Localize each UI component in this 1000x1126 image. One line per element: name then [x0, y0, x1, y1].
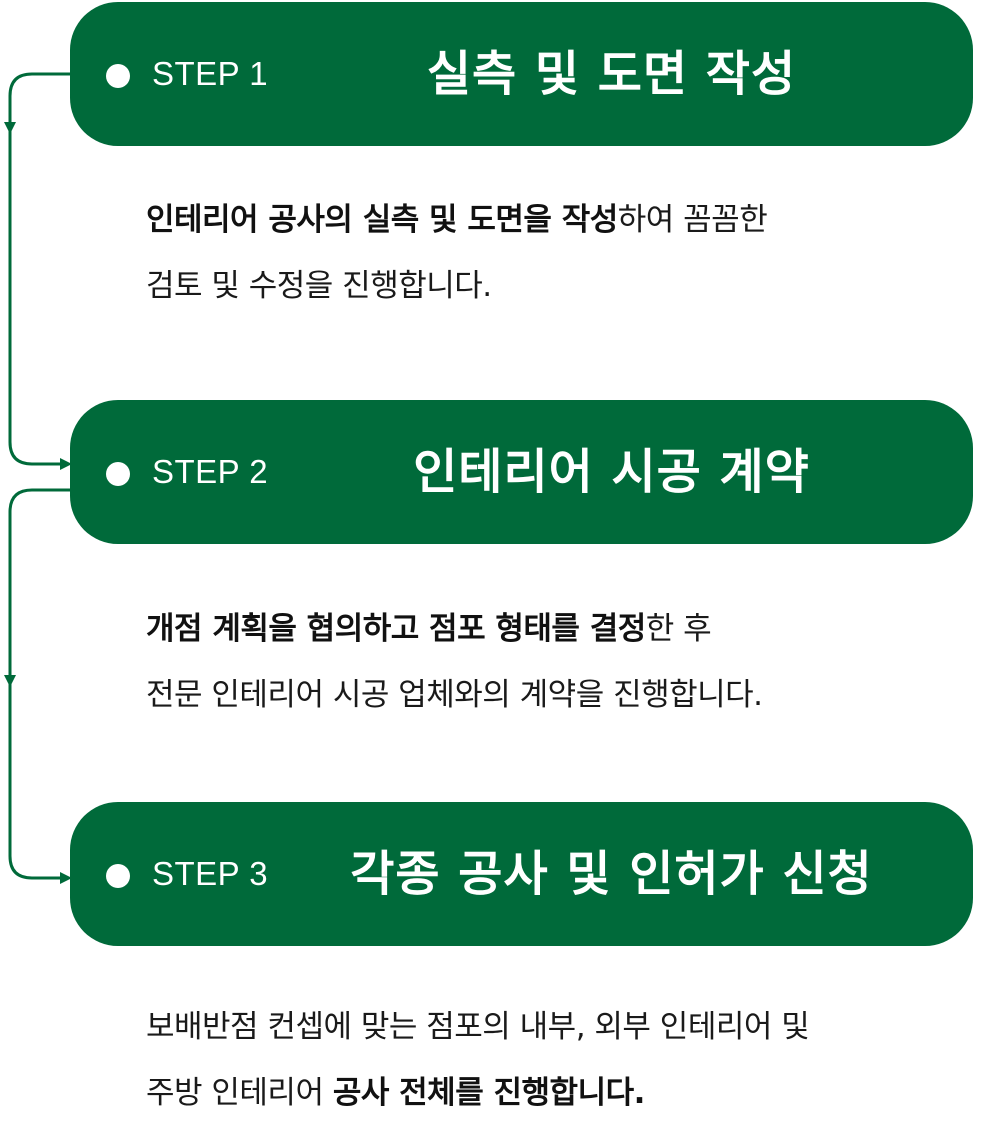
step-2-description: 개점 계획을 협의하고 점포 형태를 결정한 후 전문 인테리어 시공 업체와의… [146, 596, 976, 728]
step-2-description-bold: 개점 계획을 협의하고 점포 형태를 결정 [146, 611, 646, 647]
step-3-description: 보배반점 컨셉에 맞는 점포의 내부, 외부 인테리어 및 주방 인테리어 공사… [146, 994, 976, 1126]
connector-arrowheads [4, 122, 72, 884]
step-1-description-normal: 하여 꼼꼼한 [617, 202, 768, 238]
arrow-down-icon [4, 122, 16, 134]
bullet-dot-icon [106, 864, 130, 888]
step-2-label: STEP 2 [152, 453, 269, 490]
connector-line-step2-to-step3 [8, 488, 70, 880]
step-3-description-normal: 주방 인테리어 [146, 1075, 333, 1111]
step-2-description-line-2: 전문 인테리어 시공 업체와의 계약을 진행합니다. [146, 677, 763, 713]
step-1-description: 인테리어 공사의 실측 및 도면을 작성하여 꼼꼼한 검토 및 수정을 진행합니… [146, 187, 976, 319]
step-1-description-line-1: 인테리어 공사의 실측 및 도면을 작성하여 꼼꼼한 [146, 187, 976, 253]
step-1-label: STEP 1 [152, 55, 269, 92]
step-1-description-line-2: 검토 및 수정을 진행합니다. [146, 268, 492, 304]
step-3-description-line-1: 보배반점 컨셉에 맞는 점포의 내부, 외부 인테리어 및 [146, 1009, 810, 1045]
step-1-pill: STEP 1 실측 및 도면 작성 [70, 2, 973, 146]
connector-line-step1-to-step2 [8, 72, 70, 466]
step-3-label: STEP 3 [152, 855, 269, 892]
step-2-title: 인테리어 시공 계약 [413, 444, 810, 500]
bullet-dot-icon [106, 64, 130, 88]
arrow-down-icon [4, 675, 16, 687]
step-3-pill: STEP 3 각종 공사 및 인허가 신청 [70, 802, 973, 946]
step-1-title: 실측 및 도면 작성 [426, 46, 797, 102]
step-2-pill: STEP 2 인테리어 시공 계약 [70, 400, 973, 544]
step-2-description-normal: 한 후 [645, 611, 712, 647]
step-3-description-line-2: 주방 인테리어 공사 전체를 진행합니다. [146, 1060, 976, 1126]
step-1-description-bold: 인테리어 공사의 실측 및 도면을 작성 [146, 202, 618, 238]
connector-lines [8, 72, 70, 880]
bullet-dot-icon [106, 462, 130, 486]
step-2-description-line-1: 개점 계획을 협의하고 점포 형태를 결정한 후 [146, 596, 976, 662]
step-3-title: 각종 공사 및 인허가 신청 [350, 846, 873, 902]
step-3-description-bold: 공사 전체를 진행합니다. [332, 1075, 646, 1111]
